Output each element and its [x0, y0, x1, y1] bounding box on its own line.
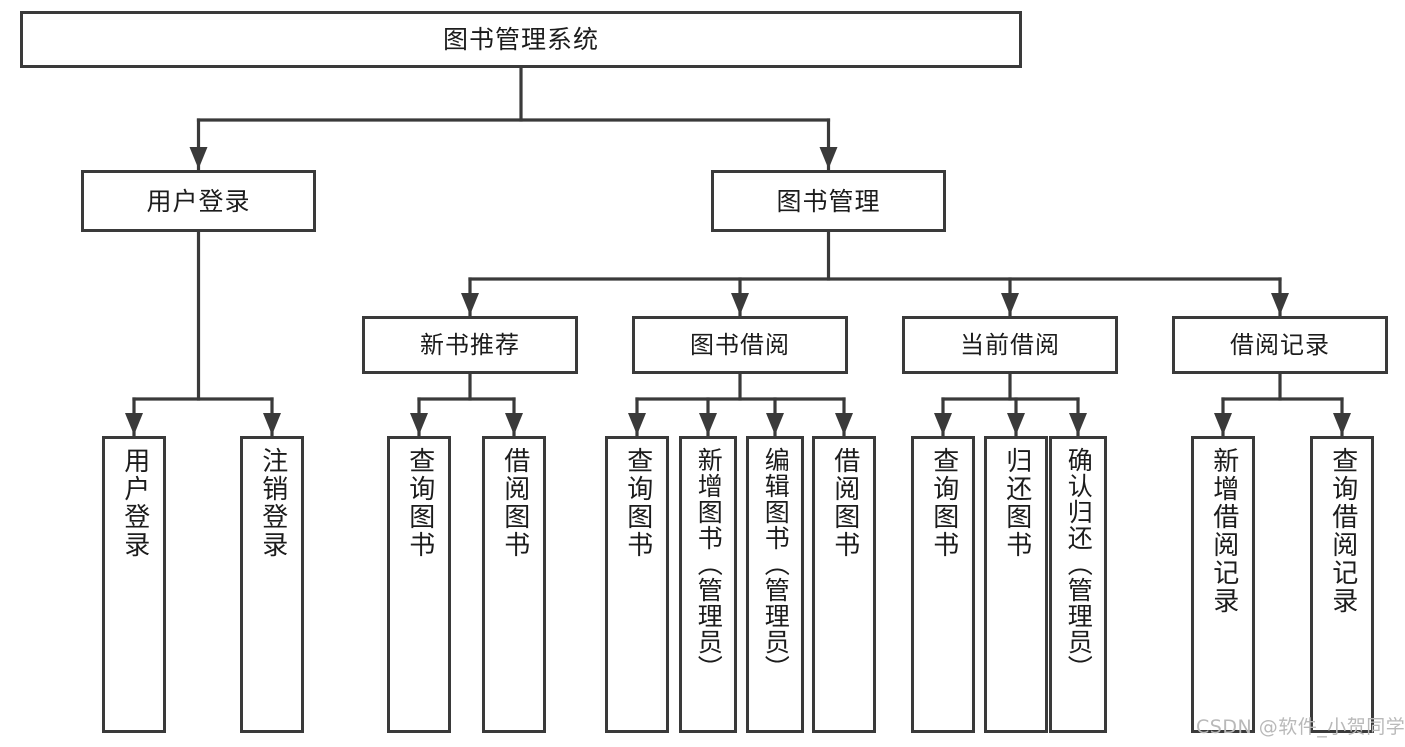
- node-leaf_query_book_1[interactable]: 查询图书: [387, 436, 451, 733]
- arrow-head-icon: [731, 293, 749, 315]
- node-label: 编辑图书（管理员）: [761, 447, 791, 681]
- node-label: 用户登录: [119, 447, 150, 559]
- node-label: 确认归还（管理员）: [1064, 447, 1094, 681]
- node-borrow_record[interactable]: 借阅记录: [1172, 316, 1388, 374]
- node-label: 查询图书: [622, 447, 653, 559]
- node-label: 当前借阅: [960, 331, 1060, 359]
- node-leaf_return_book[interactable]: 归还图书: [984, 436, 1048, 733]
- node-label: 归还图书: [1001, 447, 1032, 559]
- node-current_borrow[interactable]: 当前借阅: [902, 316, 1118, 374]
- node-leaf_query_book_3[interactable]: 查询图书: [911, 436, 975, 733]
- arrow-head-icon: [1333, 413, 1351, 435]
- arrow-head-icon: [1271, 293, 1289, 315]
- node-label: 查询图书: [928, 447, 959, 559]
- node-leaf_borrow_book_2[interactable]: 借阅图书: [812, 436, 876, 733]
- arrow-head-icon: [461, 293, 479, 315]
- node-leaf_add_book[interactable]: 新增图书（管理员）: [679, 436, 737, 733]
- arrow-head-icon: [410, 413, 428, 435]
- node-label: 查询图书: [404, 447, 435, 559]
- arrow-head-icon: [628, 413, 646, 435]
- node-leaf_query_book_2[interactable]: 查询图书: [605, 436, 669, 733]
- node-new_book_rec[interactable]: 新书推荐: [362, 316, 578, 374]
- node-label: 用户登录: [146, 186, 251, 216]
- arrow-head-icon: [699, 413, 717, 435]
- node-leaf_logout[interactable]: 注销登录: [240, 436, 304, 733]
- arrow-head-icon: [835, 413, 853, 435]
- node-label: 图书管理: [776, 186, 881, 216]
- node-label: 新书推荐: [420, 331, 520, 359]
- node-leaf_user_login[interactable]: 用户登录: [102, 436, 166, 733]
- arrow-head-icon: [189, 147, 208, 169]
- node-label: 注销登录: [257, 447, 288, 559]
- arrow-head-icon: [1001, 293, 1019, 315]
- node-label: 图书管理系统: [442, 25, 599, 54]
- arrow-head-icon: [934, 413, 952, 435]
- node-label: 图书借阅: [690, 331, 790, 359]
- node-leaf_confirm_return[interactable]: 确认归还（管理员）: [1049, 436, 1107, 733]
- arrow-head-icon: [1007, 413, 1025, 435]
- node-label: 新增图书（管理员）: [694, 447, 724, 681]
- arrow-head-icon: [505, 413, 523, 435]
- node-leaf_add_record[interactable]: 新增借阅记录: [1191, 436, 1255, 733]
- node-leaf_borrow_book_1[interactable]: 借阅图书: [482, 436, 546, 733]
- watermark: CSDN @软件_小贺同学: [1196, 716, 1405, 738]
- node-book_borrow[interactable]: 图书借阅: [632, 316, 848, 374]
- arrow-head-icon: [263, 413, 281, 435]
- node-label: 查询借阅记录: [1327, 447, 1358, 615]
- node-label: 新增借阅记录: [1208, 447, 1239, 615]
- arrow-head-icon: [1214, 413, 1232, 435]
- arrow-head-icon: [125, 413, 143, 435]
- node-label: 借阅图书: [499, 447, 530, 559]
- arrow-head-icon: [1069, 413, 1087, 435]
- node-root[interactable]: 图书管理系统: [20, 11, 1022, 68]
- node-leaf_edit_book[interactable]: 编辑图书（管理员）: [746, 436, 804, 733]
- node-label: 借阅图书: [829, 447, 860, 559]
- node-book_manage[interactable]: 图书管理: [711, 170, 946, 232]
- arrow-head-icon: [819, 147, 838, 169]
- arrow-head-icon: [766, 413, 784, 435]
- node-user_login[interactable]: 用户登录: [81, 170, 316, 232]
- node-label: 借阅记录: [1230, 331, 1330, 359]
- node-leaf_query_record[interactable]: 查询借阅记录: [1310, 436, 1374, 733]
